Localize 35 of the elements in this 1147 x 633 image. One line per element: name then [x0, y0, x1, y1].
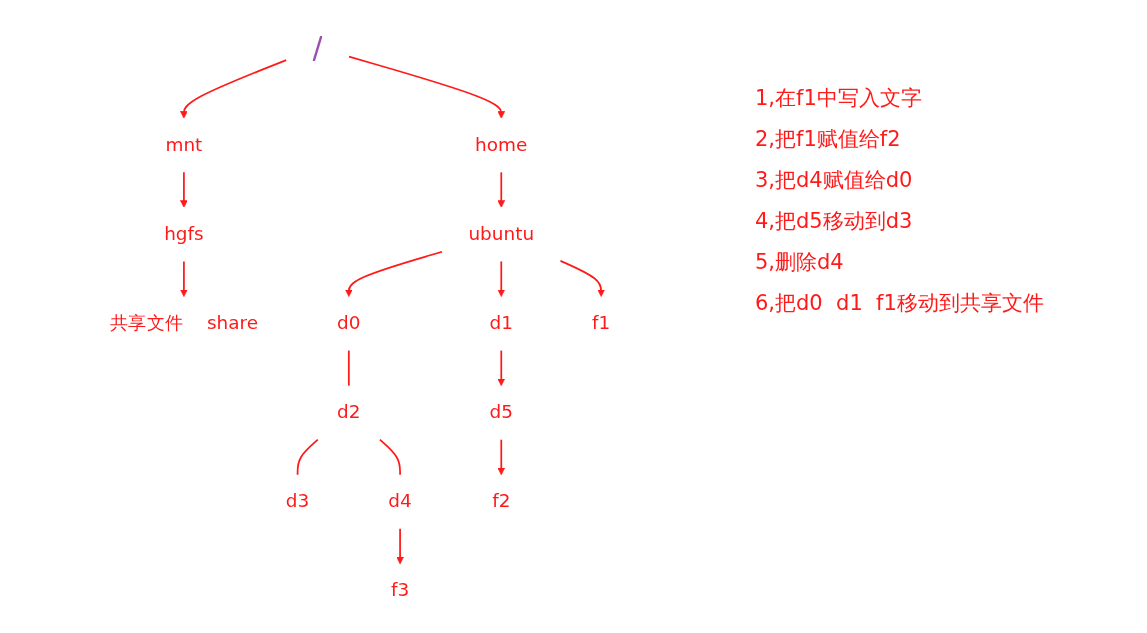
note-text: 3,把d4赋值给d0 [755, 167, 914, 194]
node-text: hgfs [164, 223, 204, 245]
note-text: 1,在f1中写入文字 [755, 85, 923, 112]
arrow [497, 171, 506, 208]
connector [347, 349, 350, 387]
note-text: 2,把f1赋值给f2 [755, 126, 902, 153]
node-text: d2 [337, 401, 361, 423]
arrow [180, 171, 188, 208]
connector [296, 438, 319, 476]
node-text: home [475, 134, 528, 156]
note-text: 6,把d0 d1 f1移动到共享文件 [755, 290, 1044, 317]
arrow [180, 59, 288, 119]
arrow [497, 349, 506, 387]
connector [379, 438, 401, 476]
arrow [180, 260, 188, 297]
node-text: mnt [165, 134, 203, 156]
node-text: d5 [489, 401, 513, 423]
arrow [396, 527, 404, 565]
node-text: ubuntu [468, 223, 535, 245]
node-text: d0 [337, 312, 361, 334]
arrow [497, 438, 506, 476]
note-text: 4,把d5移动到d3 [755, 208, 914, 235]
node-text: / [312, 29, 323, 65]
arrow [559, 259, 605, 297]
note-text: 5,删除d4 [755, 249, 845, 276]
arrow [348, 55, 506, 119]
node-text: d1 [489, 312, 513, 334]
node-text: f1 [592, 312, 611, 334]
node-text: d3 [285, 490, 310, 512]
arrow [345, 250, 443, 297]
node-text: 共享文件 share [109, 312, 259, 334]
node-text: d4 [388, 490, 412, 512]
node-text: f3 [390, 579, 410, 601]
arrow [497, 260, 506, 297]
node-text: f2 [492, 490, 511, 512]
